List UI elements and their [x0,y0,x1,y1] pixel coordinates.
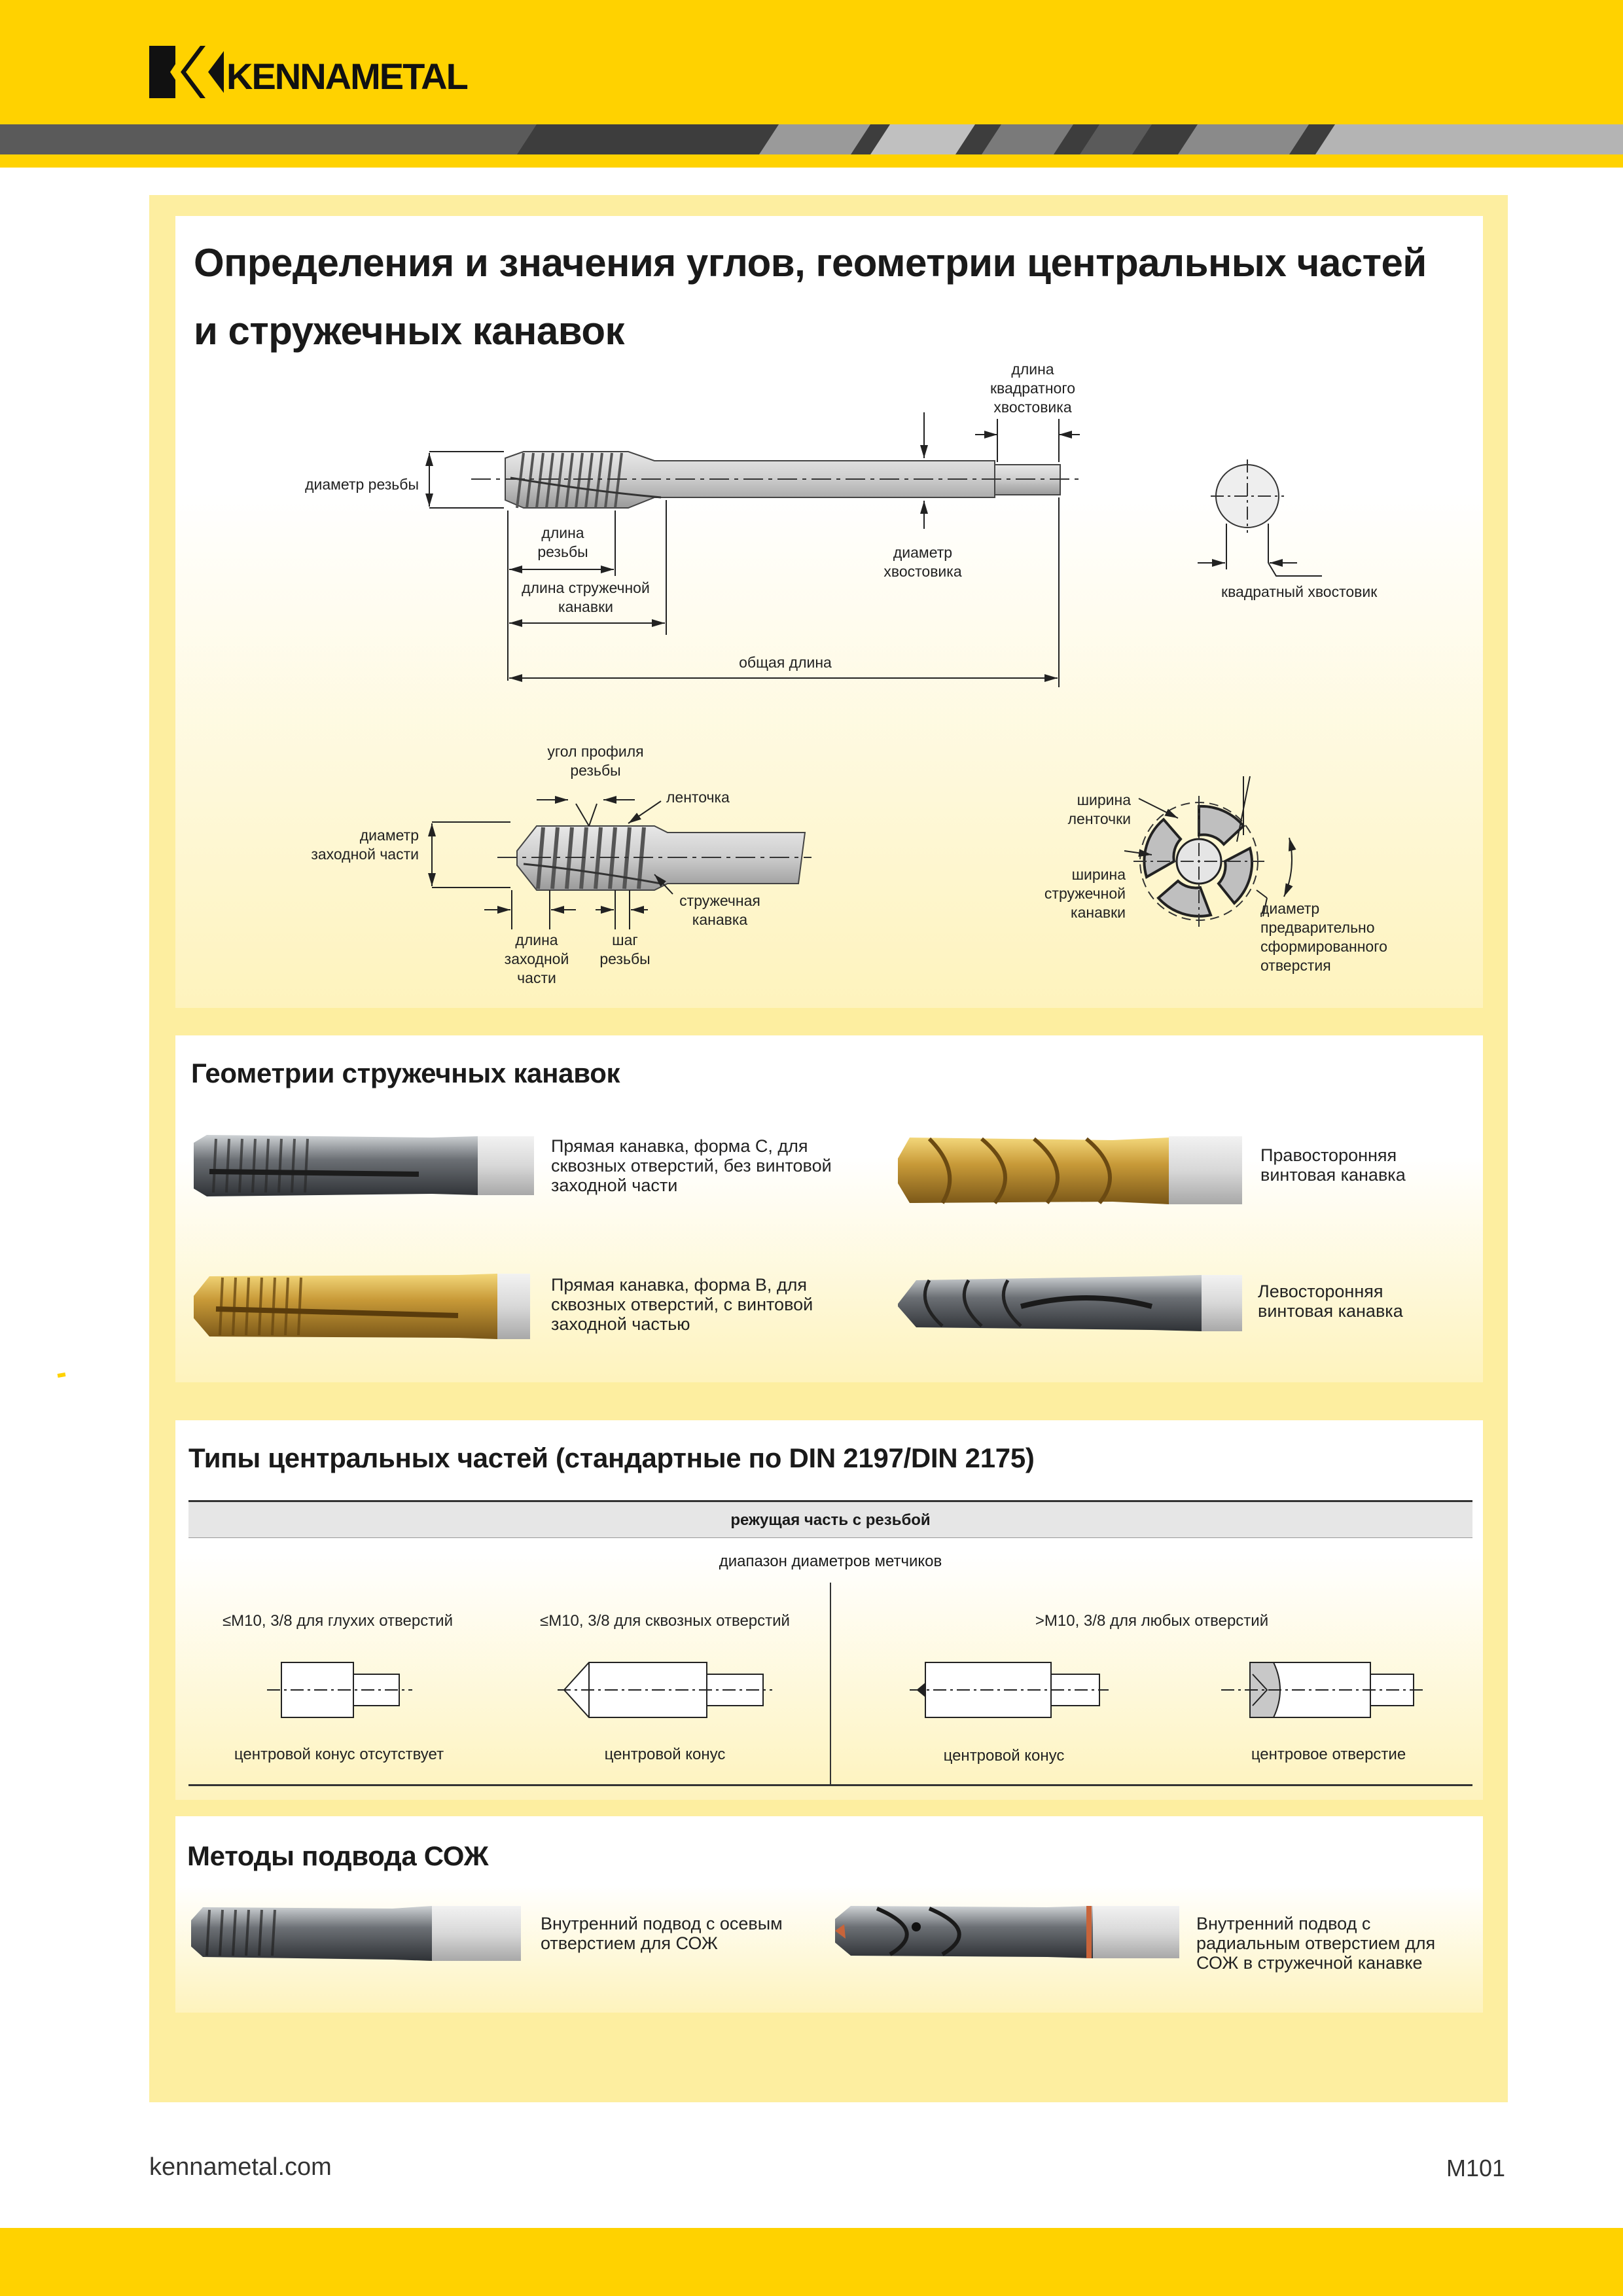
center-type-cone-1: центровой конус [604,1746,726,1763]
brand-name: KENNAMETAL [226,56,469,97]
square-shank-view [1198,459,1322,577]
centers-section [175,1420,1483,1800]
center-cone-drawing-2 [910,1662,1109,1718]
range-any: >M10, 3/8 для любых отверстий [1035,1612,1269,1630]
tap-outline [471,451,1080,509]
flutes-heading: Геометрии стружечных канавок [191,1058,620,1088]
page-number: M101 [1446,2155,1506,2181]
centers-table-header: режущая часть с резьбой [188,1500,1472,1538]
definitions-section [175,216,1483,1008]
flute-desc-straight-c: Прямая канавка, форма С, для сквозных от… [551,1136,832,1195]
tap-cross-section [1124,776,1296,927]
centers-table-divider [830,1583,831,1785]
label-chamfer-diameter: диаметр заходной части [311,827,419,863]
footer-band [0,2228,1623,2296]
label-land-width: ширина ленточки [1067,791,1131,827]
center-type-drawings [267,1662,1427,1718]
no-center-drawing [267,1662,412,1718]
flute-desc-right-spiral: Правосторонняя винтовая канавка [1260,1145,1406,1185]
center-type-none: центровой конус отсутствует [234,1746,444,1763]
centers-table-bottom [188,1784,1472,1786]
label-overall-length: общая длина [739,654,832,671]
centers-heading: Типы центральных частей (стандартные по … [188,1443,1035,1473]
centers-table-subheader: диапазон диаметров метчиков [719,1552,942,1570]
thread-detail-diagram [428,796,812,929]
label-shank-diameter: диаметр хвостовика [883,544,962,580]
tap-photo-straight-b [194,1274,530,1339]
header-band [0,0,1623,124]
tap-photo-coolant-radial [835,1906,1179,1958]
coolant-desc-axial: Внутренний подвод с осевым отверстием дл… [541,1914,783,1953]
center-type-cone-2: центровой конус [943,1747,1065,1765]
coolant-desc-radial: Внутренний подвод с радиальным отверстие… [1196,1914,1436,1973]
label-chamfer-length: длина заходной части [504,931,569,986]
header-stripes [0,124,1623,154]
label-flute: стружечная канавка [679,892,760,928]
range-blind: ≤M10, 3/8 для глухих отверстий [223,1612,453,1630]
label-square-length: длина квадратного хвостовика [990,361,1075,416]
tap-photo-coolant-axial [191,1906,521,1961]
footer-url[interactable]: kennametal.com [149,2153,332,2181]
label-land: ленточка [666,789,730,806]
label-thread-length: длина резьбы [537,524,588,560]
label-thread-angle: угол профиля резьбы [547,743,644,779]
tap-photo-straight-c [194,1135,534,1196]
flute-desc-straight-b: Прямая канавка, форма В, для сквозных от… [551,1275,813,1334]
label-flute-length: длина стружечной канавки [522,579,650,615]
center-hole-drawing [1221,1662,1427,1718]
coolant-heading: Методы подвода СОЖ [187,1840,489,1871]
label-square-shank: квадратный хвостовик [1221,583,1378,600]
brand-logo: KENNAMETAL [149,46,469,98]
header-band-bottom [0,154,1623,168]
page-title: Определения и значения углов, геометрии … [194,241,1427,353]
center-cone-drawing-1 [558,1662,772,1718]
tap-photo-left-spiral [898,1275,1242,1331]
kennametal-logo-icon [149,46,224,98]
center-type-hole: центровое отверстие [1251,1746,1406,1763]
label-thread-diameter: диаметр резьбы [305,476,419,493]
range-through: ≤M10, 3/8 для сквозных отверстий [540,1612,790,1630]
flute-desc-left-spiral: Левосторонняя винтовая канавка [1258,1282,1403,1321]
label-predrill-diameter: диаметр предварительно сформированного о… [1260,900,1387,974]
label-flute-width: ширина стружечной канавки [1044,866,1126,921]
label-pitch: шаг резьбы [599,931,651,967]
tap-photo-right-spiral [898,1136,1242,1204]
